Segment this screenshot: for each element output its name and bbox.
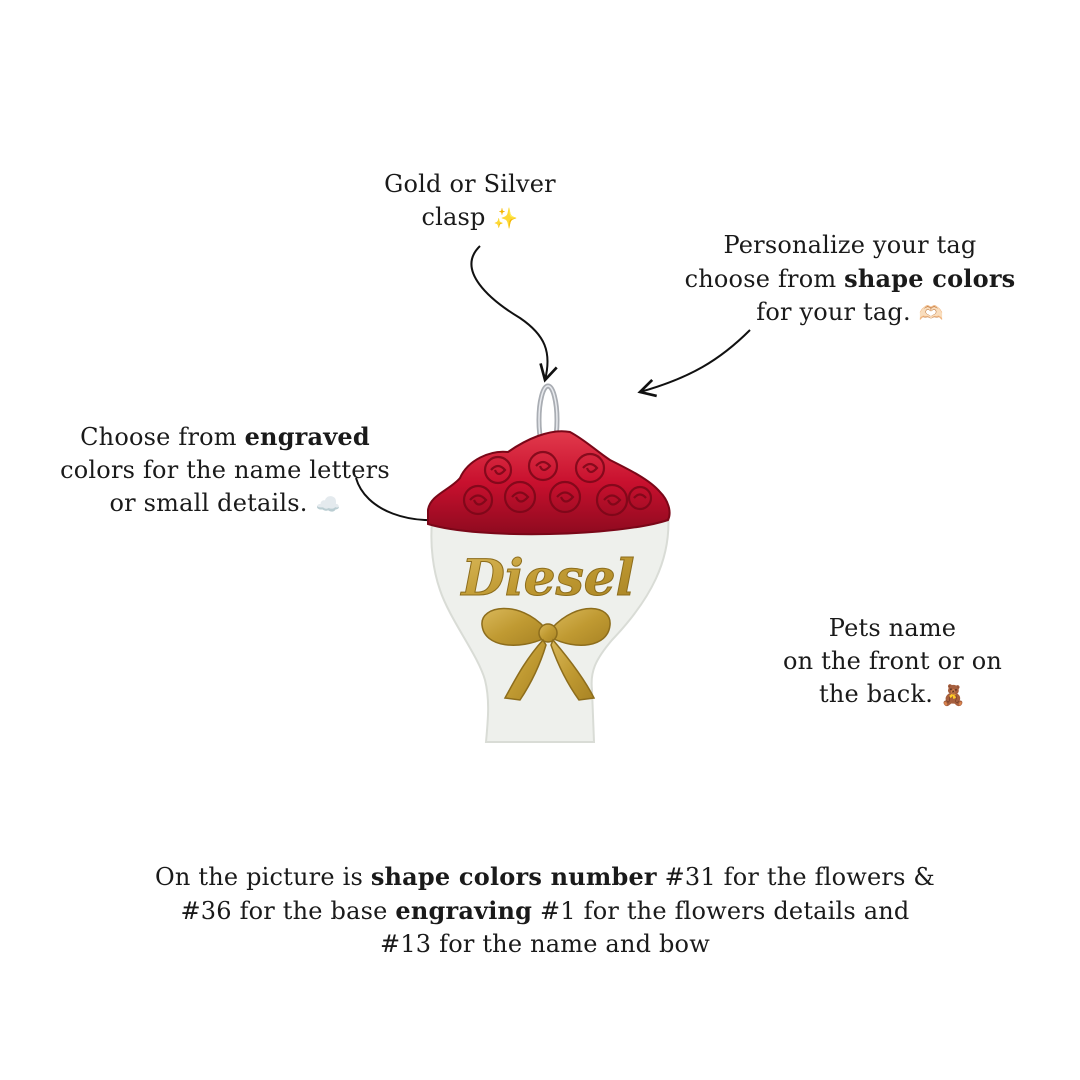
- teddy-bear-icon: 🧸: [940, 683, 966, 707]
- pets-note: Pets name on the front or on the back. 🧸: [760, 612, 1025, 712]
- personalize-note-line2-pre: choose from: [684, 265, 845, 293]
- engraved-bow: [481, 607, 611, 701]
- footer-p2: #31 for the flowers &: [656, 863, 935, 891]
- engrave-note-line3: or small details. ☁️: [40, 487, 410, 521]
- clasp-arrow: [470, 245, 558, 383]
- pets-note-line1: Pets name: [828, 614, 957, 642]
- footer-line2: #36 for the base engraving #1 for the fl…: [110, 894, 980, 928]
- clasp-note: Gold or Silver clasp ✨: [340, 168, 600, 235]
- personalize-note: Personalize your tag choose from shape c…: [660, 229, 1040, 330]
- engrave-note: Choose from engraved colors for the name…: [40, 420, 410, 521]
- engrave-note-line1-bold: engraved: [244, 422, 370, 451]
- shape-colors-arrow: [637, 329, 751, 398]
- footer-note: On the picture is shape colors number #3…: [110, 860, 980, 961]
- engrave-note-line3-text: or small details.: [109, 489, 308, 517]
- personalize-note-line1: Personalize your tag: [723, 231, 977, 259]
- footer-p1: On the picture is: [155, 863, 371, 891]
- footer-p4: #1 for the flowers details and: [532, 897, 910, 925]
- engrave-note-line1: Choose from engraved: [40, 420, 410, 454]
- cloud-icon: ☁️: [315, 492, 341, 516]
- clasp-note-line1: Gold or Silver: [384, 170, 556, 198]
- pets-note-line3-text: the back.: [819, 680, 934, 708]
- clasp-note-text: clasp: [421, 203, 486, 231]
- flower-bouquet: [427, 430, 671, 536]
- footer-b1: shape colors number: [370, 862, 657, 891]
- footer-p3: #36 for the base: [180, 897, 396, 925]
- footer-line3: #13 for the name and bow: [380, 930, 710, 958]
- clasp-note-line2: clasp ✨: [340, 201, 600, 235]
- engrave-note-line2: colors for the name letters: [60, 456, 390, 484]
- personalize-note-line3: for your tag. 🫶🏻: [660, 296, 1040, 330]
- pets-note-line3: the back. 🧸: [760, 678, 1025, 712]
- heart-hands-icon: 🫶🏻: [918, 301, 944, 325]
- pets-note-line2: on the front or on: [782, 647, 1003, 675]
- engraved-name: Diesel: [459, 548, 634, 607]
- footer-b2: engraving: [395, 896, 533, 925]
- engrave-note-line1-pre: Choose from: [80, 423, 245, 451]
- personalize-note-line3-text: for your tag.: [756, 298, 911, 326]
- personalize-note-line2-bold: shape colors: [844, 264, 1016, 293]
- sparkles-icon: ✨: [493, 206, 519, 230]
- personalize-note-line2: choose from shape colors: [660, 262, 1040, 296]
- footer-line1: On the picture is shape colors number #3…: [110, 860, 980, 894]
